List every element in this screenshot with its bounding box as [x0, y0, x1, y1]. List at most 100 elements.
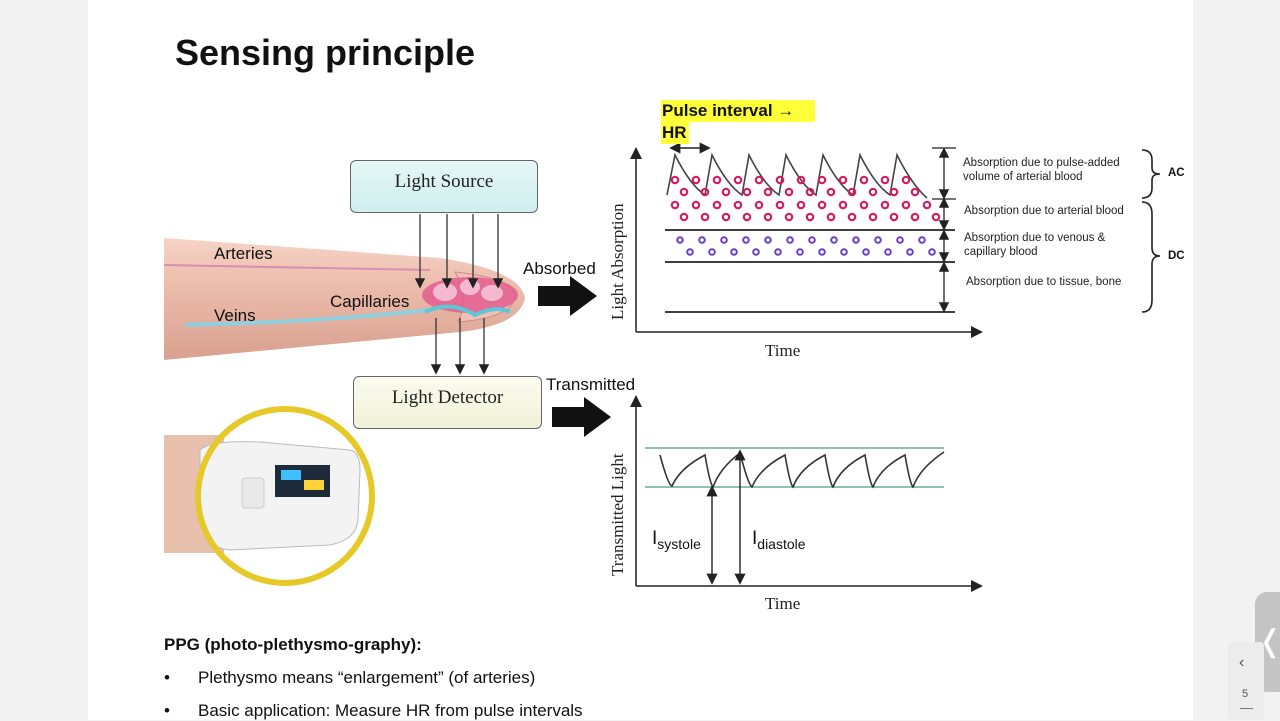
venous-blood-cell — [906, 248, 914, 256]
arterial-blood-cell — [889, 187, 899, 197]
arterial-blood-cell — [775, 200, 785, 210]
absorbed-label: Absorbed — [523, 259, 596, 278]
arterial-blood-cell — [817, 175, 827, 185]
arterial-blood-cell — [868, 212, 878, 222]
arterial-blood-cell — [859, 175, 869, 185]
venous-blood-cell — [818, 248, 826, 256]
arterial-blood-cell — [679, 212, 689, 222]
arterial-blood-cell — [838, 175, 848, 185]
venous-blood-cell — [884, 248, 892, 256]
absorbed-arrow — [538, 276, 597, 316]
arterial-blood-cell — [805, 212, 815, 222]
layer-label-venous: Absorption due to venous & capillary blo… — [964, 232, 1106, 258]
previous-page-icon[interactable]: ‹ — [1239, 654, 1245, 671]
venous-blood-dots — [676, 236, 936, 256]
arterial-blood-cell — [784, 212, 794, 222]
arterial-blood-cell — [847, 212, 857, 222]
transmitted-ylabel: Transmitted Light — [608, 453, 627, 576]
transmitted-arrow — [552, 397, 611, 437]
venous-blood-cell — [852, 236, 860, 244]
arterial-blood-cell — [880, 175, 890, 185]
light-detector-box: Light Detector — [353, 376, 542, 429]
layer-label-pulse-added: Absorption due to pulse-added volume of … — [963, 157, 1120, 183]
arterial-blood-cell — [826, 212, 836, 222]
page-nav-panel: ‹ 5 — [1228, 642, 1264, 720]
arterial-blood-cell — [922, 200, 932, 210]
arteries-label: Arteries — [214, 244, 273, 263]
ac-brace — [1141, 149, 1161, 199]
arterial-blood-dots — [670, 175, 941, 222]
pulse-interval-highlight — [661, 100, 815, 122]
pulse-interval-label: Pulse interval → — [662, 101, 795, 120]
i-diastole-label: Idiastole — [752, 528, 806, 552]
dc-label: DC — [1168, 250, 1185, 262]
layer-label-tissue: Absorption due to tissue, bone — [966, 276, 1122, 288]
venous-blood-cell — [730, 248, 738, 256]
pulse-interval-hr-label: HR — [662, 123, 687, 142]
arterial-blood-cell — [868, 187, 878, 197]
arterial-blood-cell — [670, 200, 680, 210]
arterial-blood-cell — [742, 212, 752, 222]
venous-blood-cell — [708, 248, 716, 256]
arterial-blood-cell — [784, 187, 794, 197]
venous-blood-cell — [764, 236, 772, 244]
finger-shape — [164, 238, 525, 360]
venous-blood-cell — [742, 236, 750, 244]
venous-blood-cell — [686, 248, 694, 256]
transmitted-chart — [630, 395, 983, 592]
venous-blood-cell — [698, 236, 706, 244]
transmitted-waveform — [659, 451, 945, 489]
arterial-blood-cell — [754, 200, 764, 210]
venous-blood-cell — [918, 236, 926, 244]
venous-blood-cell — [676, 236, 684, 244]
page-number: 5 — [1242, 688, 1249, 700]
ppg-heading: PPG (photo-plethysmo-graphy): — [164, 635, 422, 654]
arterial-blood-cell — [721, 187, 731, 197]
absorption-ylabel: Light Absorption — [608, 203, 627, 320]
arterial-blood-cell — [763, 187, 773, 197]
arterial-blood-cell — [775, 175, 785, 185]
venous-blood-cell — [896, 236, 904, 244]
arterial-blood-cell — [847, 187, 857, 197]
arterial-blood-cell — [889, 212, 899, 222]
ac-label: AC — [1168, 167, 1185, 179]
arterial-blood-cell — [712, 175, 722, 185]
veins-label: Veins — [214, 306, 256, 325]
venous-blood-cell — [862, 248, 870, 256]
vein-line — [184, 308, 431, 327]
venous-blood-cell — [840, 248, 848, 256]
i-systole-label: Isystole — [652, 528, 701, 552]
arterial-blood-cell — [721, 212, 731, 222]
arterial-blood-cell — [742, 187, 752, 197]
dc-brace — [1141, 201, 1161, 313]
venous-blood-cell — [786, 236, 794, 244]
venous-blood-cell — [830, 236, 838, 244]
arterial-blood-cell — [763, 212, 773, 222]
venous-blood-cell — [720, 236, 728, 244]
arterial-blood-cell — [700, 212, 710, 222]
artery-line — [163, 264, 431, 271]
arterial-blood-cell — [700, 187, 710, 197]
arterial-blood-cell — [859, 200, 869, 210]
light-source-box: Light Source — [350, 160, 538, 213]
oximeter-highlight-ring — [195, 406, 375, 586]
transmitted-xlabel: Time — [765, 594, 801, 613]
arterial-blood-cell — [796, 175, 806, 185]
pulse-oximeter-photo — [164, 406, 375, 586]
slide-title: Sensing principle — [175, 32, 476, 73]
arterial-blood-cell — [670, 175, 680, 185]
venous-blood-cell — [774, 248, 782, 256]
arterial-blood-cell — [805, 187, 815, 197]
arterial-blood-cell — [901, 175, 911, 185]
arterial-blood-cell — [826, 187, 836, 197]
slide-canvas — [88, 0, 1193, 720]
arterial-blood-cell — [733, 175, 743, 185]
arterial-blood-cell — [712, 200, 722, 210]
capillary-bed — [422, 277, 518, 318]
arterial-blood-cell — [931, 212, 941, 222]
arterial-blood-cell — [754, 175, 764, 185]
arterial-blood-cell — [679, 187, 689, 197]
venous-blood-cell — [874, 236, 882, 244]
arterial-blood-cell — [910, 212, 920, 222]
